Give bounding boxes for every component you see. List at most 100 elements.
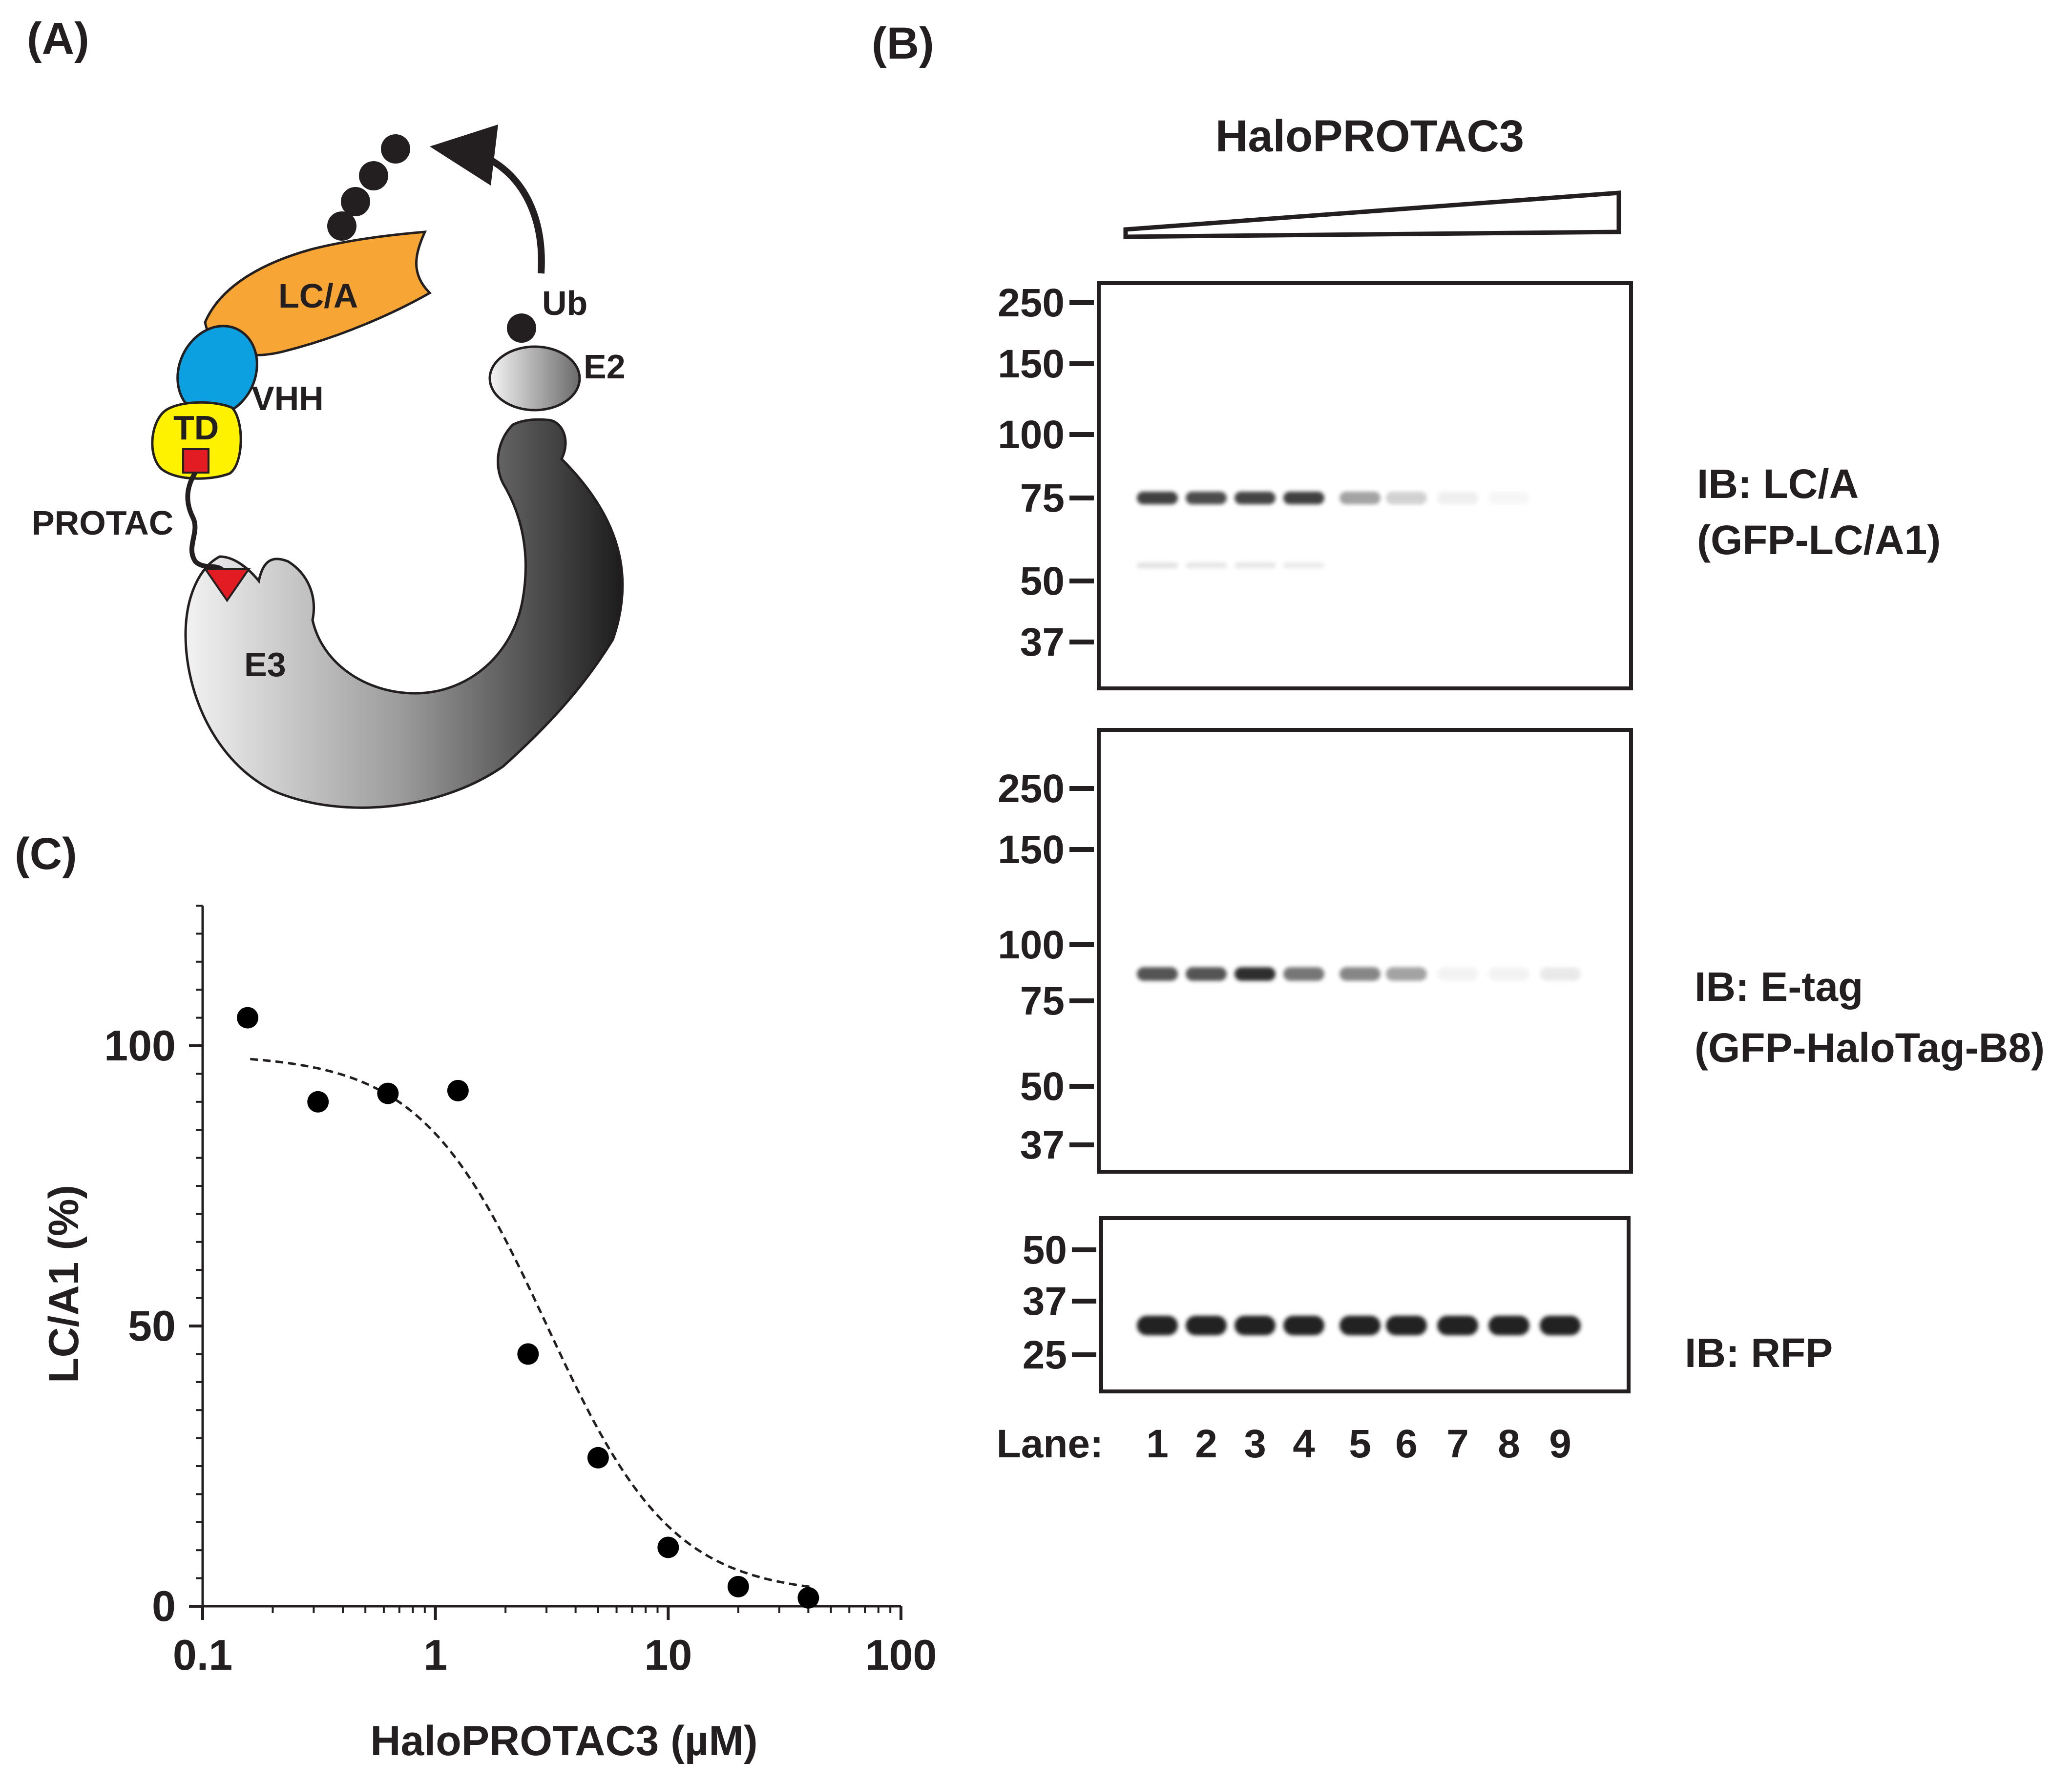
ub-label: Ub <box>542 284 587 322</box>
polyubiquitin-dot <box>359 161 388 190</box>
lane-number: 6 <box>1395 1422 1418 1466</box>
protein-band <box>1235 1316 1276 1335</box>
protein-band <box>1283 492 1324 504</box>
y-tick-label: 100 <box>104 1021 176 1070</box>
x-axis-title: HaloPROTAC3 (µM) <box>370 1718 757 1764</box>
td-label: TD <box>173 409 219 447</box>
data-point <box>587 1447 609 1469</box>
lane-number: 4 <box>1293 1422 1315 1466</box>
immunoblot-target-label: (GFP-LC/A1) <box>1697 517 1941 563</box>
fit-curve <box>250 1057 814 1589</box>
e3-ligase-shape <box>184 418 624 809</box>
protac-label: PROTAC <box>32 504 173 542</box>
x-tick-label: 1 <box>423 1631 447 1679</box>
mw-marker-label: 37 <box>1020 1123 1065 1167</box>
e2-label: E2 <box>584 348 626 386</box>
protein-band <box>1186 967 1227 981</box>
lane-number: 1 <box>1146 1422 1169 1466</box>
lane-number: 9 <box>1549 1422 1571 1466</box>
protein-band <box>1339 492 1381 504</box>
blot-membrane <box>1097 281 1633 690</box>
data-point <box>377 1082 399 1104</box>
blot-membrane <box>1099 1216 1631 1393</box>
protein-band <box>1488 1316 1529 1335</box>
immunoblot-label: IB: LC/A <box>1697 461 1859 507</box>
minor-protein-band <box>1235 562 1276 568</box>
immunoblot-label: IB: E-tag <box>1695 964 1863 1010</box>
mw-marker-label: 150 <box>998 828 1065 872</box>
protein-band <box>1437 492 1478 504</box>
protac-linker <box>185 471 227 575</box>
mw-marker-label: 250 <box>998 281 1065 325</box>
polyubiquitin-dot <box>341 187 370 216</box>
protein-band <box>1283 967 1324 981</box>
data-point <box>447 1079 469 1101</box>
blot-panel: 250 150 100 75 50 37 IB: LC/A (GFP-LC/A1) <box>998 281 1941 690</box>
dose-response-chart: 0 50 100 0.1 1 10 100 LC/A1 (%) HaloPROTAC3 (µ… <box>41 905 937 1764</box>
immunoblot-label: IB: RFP <box>1685 1330 1833 1376</box>
x-tick-label: 10 <box>644 1631 692 1679</box>
panel-c-label: (C) <box>15 829 77 879</box>
e3-ligand-triangle <box>203 568 251 602</box>
protein-band <box>1235 492 1276 504</box>
protein-band <box>1540 1316 1581 1335</box>
mw-marker-label: 50 <box>1020 559 1065 603</box>
mw-marker-label: 50 <box>1020 1064 1065 1109</box>
protein-band <box>1386 492 1427 504</box>
ubiquitin-transfer-arrow <box>482 153 545 274</box>
data-point <box>237 1007 259 1029</box>
protein-band <box>1339 967 1381 981</box>
vhh-label: VHH <box>251 379 324 417</box>
ubiquitin-dot <box>507 313 536 343</box>
protein-band <box>1137 967 1178 981</box>
td-ligand-square <box>182 448 209 474</box>
mw-marker-label: 25 <box>1023 1333 1067 1377</box>
mw-marker-label: 75 <box>1020 979 1065 1023</box>
protein-band <box>1235 967 1276 981</box>
minor-protein-band <box>1186 562 1227 568</box>
protein-band <box>1186 1316 1227 1335</box>
protein-band <box>1488 492 1529 504</box>
protein-band <box>1540 967 1581 981</box>
y-axis-title: LC/A1 (%) <box>41 1185 87 1383</box>
data-point <box>657 1536 679 1558</box>
y-tick-label: 0 <box>152 1582 176 1630</box>
data-point <box>517 1343 539 1365</box>
lca-label: LC/A <box>278 277 358 315</box>
mw-marker-label: 50 <box>1023 1228 1067 1272</box>
compound-title: HaloPROTAC3 <box>1215 111 1524 161</box>
mw-marker-label: 250 <box>998 767 1065 811</box>
panel-a-label: (A) <box>27 14 89 63</box>
protein-band <box>1386 1316 1427 1335</box>
panel-b-label: (B) <box>872 19 934 68</box>
lane-number: 2 <box>1195 1422 1217 1466</box>
lca-shape <box>204 230 432 356</box>
lane-number: 5 <box>1349 1422 1371 1466</box>
protein-band <box>1339 1316 1381 1335</box>
protein-band <box>1137 492 1178 504</box>
mw-marker-label: 100 <box>998 413 1065 457</box>
data-point <box>797 1587 819 1609</box>
lane-number: 3 <box>1244 1422 1266 1466</box>
mw-marker-label: 150 <box>998 342 1065 386</box>
immunoblot-target-label: (GFP-HaloTag-B8) <box>1695 1025 2045 1071</box>
mw-marker-label: 37 <box>1020 620 1065 664</box>
e3-label: E3 <box>244 645 286 684</box>
x-tick-label: 0.1 <box>173 1631 232 1679</box>
e2-enzyme-shape <box>488 345 581 412</box>
data-point <box>307 1091 329 1113</box>
data-point <box>727 1575 749 1597</box>
protein-band <box>1437 967 1478 981</box>
protein-band <box>1488 967 1529 981</box>
protein-band <box>1137 1316 1178 1335</box>
blot-membrane <box>1097 728 1633 1174</box>
lane-prefix: Lane: <box>997 1422 1104 1466</box>
mw-marker-label: 75 <box>1020 476 1065 520</box>
x-tick-label: 100 <box>865 1631 937 1679</box>
y-tick-label: 50 <box>128 1302 176 1350</box>
schematic-diagram: LC/A VHH TD PROTAC E3 E2 Ub <box>32 124 626 809</box>
arrow-head-icon <box>430 124 498 186</box>
